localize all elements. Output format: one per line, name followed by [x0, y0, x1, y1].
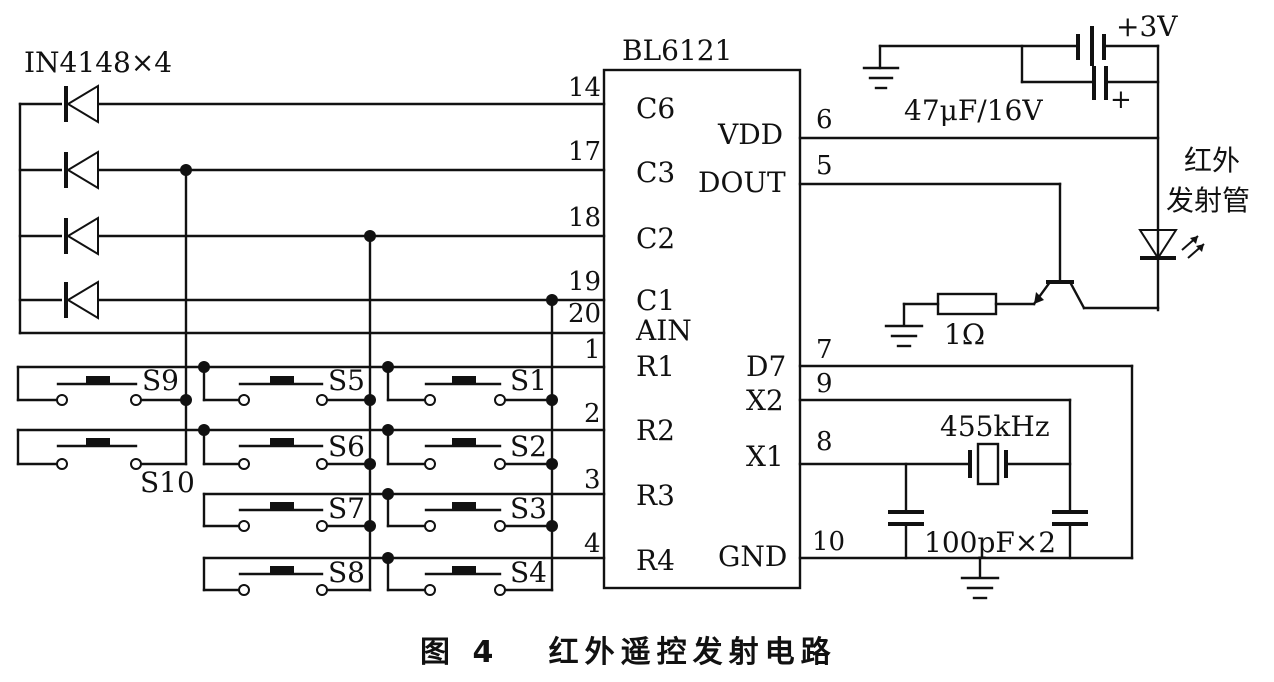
pin-name-r2: R2	[636, 414, 675, 447]
pin-name-ain: AIN	[635, 314, 692, 347]
switch-s9: S9	[16, 364, 188, 406]
switch-s7: S7	[202, 492, 372, 532]
switch-s6-label: S6	[328, 430, 365, 463]
pin-num-14: 14	[568, 73, 601, 103]
switch-s9-label: S9	[142, 364, 179, 397]
switch-s2: S2	[386, 430, 554, 470]
switch-s8-label: S8	[328, 556, 365, 589]
resistor-label: 1Ω	[944, 318, 985, 351]
pin-num-5: 5	[816, 151, 833, 181]
filter-capacitor: 47μF/16V +	[904, 44, 1160, 127]
ground-wire	[798, 556, 1134, 600]
pin-num-19: 19	[568, 267, 601, 297]
ir-led-label-line2: 发射管	[1166, 184, 1250, 217]
capacitor-label: 47μF/16V	[904, 94, 1043, 127]
pin-num-3: 3	[584, 465, 601, 495]
polarity-mark: +	[1110, 85, 1132, 115]
junction-dots	[180, 164, 558, 564]
pin-name-c3: C3	[636, 156, 675, 189]
pin-num-1: 1	[584, 335, 601, 365]
crystal-label: 455kHz	[940, 410, 1050, 443]
resistor: 1Ω	[884, 292, 1036, 351]
switch-s10: S10	[16, 438, 195, 499]
pin-num-4: 4	[584, 529, 601, 559]
switch-s1-label: S1	[510, 364, 547, 397]
pin-name-r4: R4	[636, 544, 675, 577]
switch-s1: S1	[386, 364, 554, 406]
pin-name-d7: D7	[746, 350, 786, 383]
crystal-caps-label: 100pF×2	[924, 526, 1056, 559]
pin-num-2: 2	[584, 399, 601, 429]
pin-name-c6: C6	[636, 92, 675, 125]
pin-num-20: 20	[568, 299, 601, 329]
switch-s8: S8	[202, 556, 372, 596]
pin-name-c1: C1	[636, 284, 675, 317]
switch-s5-label: S5	[328, 364, 365, 397]
pin-num-10: 10	[812, 527, 845, 557]
ic-name: BL6121	[622, 34, 732, 67]
pin-name-x2: X2	[746, 384, 784, 417]
switch-s5: S5	[202, 364, 372, 406]
diode-rows	[18, 102, 606, 335]
pin-num-17: 17	[568, 137, 601, 167]
power-supply: +3V	[862, 10, 1178, 312]
switch-s4: S4	[386, 556, 554, 596]
switch-s7-label: S7	[328, 492, 365, 525]
diode-d2	[62, 150, 99, 190]
ir-led: 红外 发射管	[1138, 144, 1250, 260]
supply-label: +3V	[1116, 10, 1178, 43]
pin-name-x1: X1	[746, 440, 784, 473]
diodes-label: IN4148×4	[24, 46, 172, 79]
figure-caption: 图 4 红外遥控发射电路	[420, 635, 837, 670]
diode-d4	[62, 280, 99, 320]
diode-d1	[62, 84, 99, 124]
switch-s3-label: S3	[510, 492, 547, 525]
ic-body	[602, 68, 802, 590]
pin-name-c2: C2	[636, 222, 675, 255]
pin-name-dout: DOUT	[698, 166, 786, 199]
transistor	[1032, 280, 1160, 310]
switch-s4-label: S4	[510, 556, 547, 589]
pin-num-18: 18	[568, 203, 601, 233]
pin-name-vdd: VDD	[717, 118, 783, 151]
pin-name-r3: R3	[636, 479, 675, 512]
key-matrix-wires	[16, 168, 606, 592]
pin-num-7: 7	[816, 335, 833, 365]
ir-led-label-line1: 红外	[1184, 144, 1240, 177]
switch-s2-label: S2	[510, 430, 547, 463]
switch-s10-label: S10	[140, 466, 195, 499]
pin-num-8: 8	[816, 427, 833, 457]
pin-name-r1: R1	[636, 350, 675, 383]
pin-num-9: 9	[816, 369, 833, 399]
d7-wire	[798, 364, 1134, 560]
pin-name-gnd: GND	[718, 540, 787, 573]
switch-s3: S3	[386, 492, 554, 532]
pin-num-6: 6	[816, 105, 833, 135]
crystal-network: 455kHz 100pF×2	[798, 398, 1088, 560]
dout-drive	[798, 182, 1062, 282]
switch-s6: S6	[202, 430, 372, 470]
diode-d3	[62, 216, 99, 256]
